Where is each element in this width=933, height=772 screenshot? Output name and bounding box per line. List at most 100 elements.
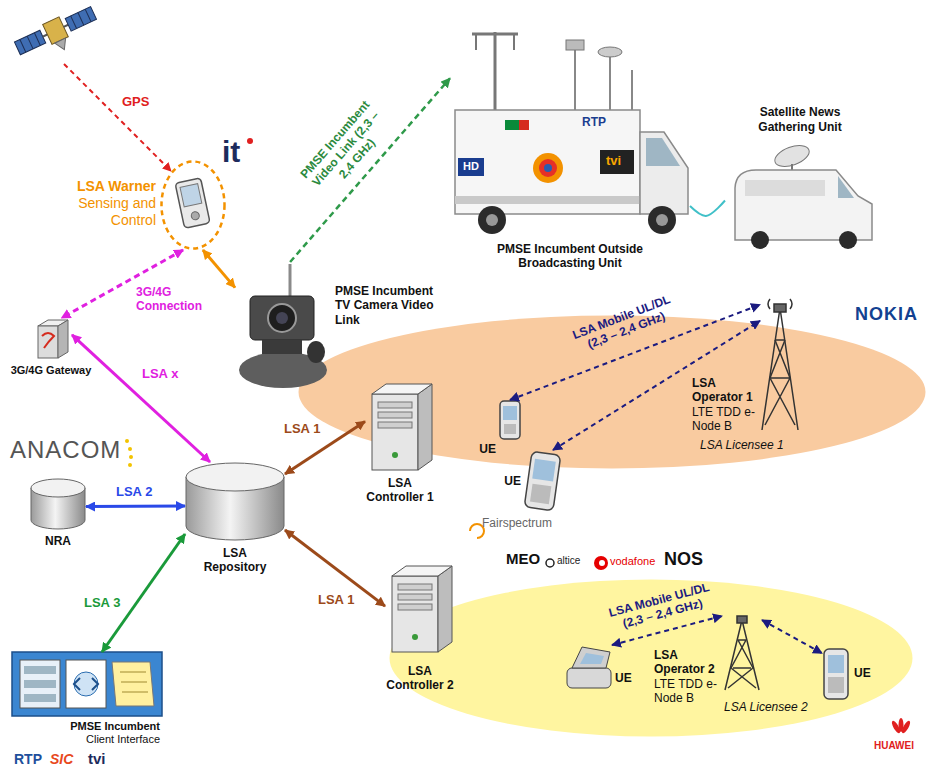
edge-label: LSA 1 bbox=[284, 421, 320, 437]
satellite-icon bbox=[27, 36, 33, 49]
news-van bbox=[791, 164, 793, 170]
label-box: GPS bbox=[122, 94, 149, 110]
satellite-icon bbox=[65, 7, 96, 32]
controller-server bbox=[392, 566, 452, 652]
client-interface-icon bbox=[24, 666, 56, 674]
edge-label: 3G/4G Connection bbox=[136, 285, 208, 314]
broadcast-truck bbox=[600, 150, 634, 174]
news-van bbox=[735, 170, 872, 240]
broadcast-truck bbox=[533, 153, 563, 183]
edge-label-box: LSA 3 bbox=[84, 595, 120, 611]
client-interface-icon bbox=[24, 680, 56, 688]
node-text: PMSE Incumbent Outside Broadcasting Unit bbox=[490, 242, 650, 271]
sensing-device bbox=[175, 178, 210, 228]
logo-text: HUAWEI bbox=[874, 740, 914, 752]
node-caption: UE bbox=[479, 442, 496, 456]
controller-server bbox=[418, 384, 432, 470]
connector bbox=[285, 421, 365, 474]
controller-server bbox=[398, 604, 432, 610]
label-box: HUAWEI bbox=[874, 740, 914, 752]
mobile-phone bbox=[824, 649, 848, 699]
news-van bbox=[839, 231, 857, 249]
label-box: ANACOM bbox=[10, 436, 121, 465]
client-interface-icon bbox=[12, 652, 162, 716]
tv-camera bbox=[276, 312, 288, 324]
edge-label: LSA 3 bbox=[84, 595, 120, 611]
satellite-icon bbox=[55, 38, 70, 52]
node-text: Sensing and Control bbox=[66, 195, 156, 229]
controller-server bbox=[378, 412, 412, 418]
node-caption: PMSE Incumbent TV Camera Video Link bbox=[335, 284, 443, 327]
user-equipment: UE bbox=[565, 645, 612, 690]
node-text: Satellite News Gathering Unit bbox=[745, 105, 855, 134]
edge-label: LSA 1 bbox=[318, 592, 354, 608]
satellite-icon bbox=[13, 3, 103, 68]
sensing-device bbox=[175, 178, 210, 228]
logo-text: vodafone bbox=[610, 555, 655, 568]
cell-tower bbox=[737, 616, 747, 623]
broadcast-truck bbox=[539, 159, 557, 177]
base-station: LSA Operator 2LTE TDD e-Node B bbox=[722, 612, 762, 692]
node-caption: LSA Licensee 1 bbox=[700, 438, 784, 452]
broadcast-truck bbox=[455, 196, 640, 204]
logo-text: RTP bbox=[14, 751, 42, 768]
gateway-server bbox=[38, 326, 58, 358]
controller-server bbox=[392, 452, 398, 458]
node-caption: LSA Operator 2LTE TDD e-Node B bbox=[654, 648, 720, 706]
logo-text: altice bbox=[557, 555, 580, 567]
dashed-circle-outline bbox=[160, 160, 226, 250]
satellite-icon bbox=[43, 34, 48, 36]
node-caption: UE bbox=[854, 666, 871, 680]
database-node: LSA Repository bbox=[185, 462, 285, 542]
logo-mark bbox=[599, 560, 605, 566]
logo-text: RTP bbox=[582, 115, 606, 129]
logo-mark bbox=[128, 447, 132, 451]
broadcast-truck bbox=[475, 34, 477, 50]
mobile-phone bbox=[828, 655, 844, 673]
edge-label-box: 3G/4G Connection bbox=[136, 285, 208, 314]
base-station: LSA Operator 1LTE TDD e-Node B bbox=[760, 298, 800, 432]
node-text: LSA Controller 1 bbox=[360, 476, 440, 505]
node-caption: LSA Controller 2 bbox=[380, 664, 460, 693]
node-text: PMSE Incumbent TV Camera Video Link bbox=[335, 284, 443, 327]
satellite-icon bbox=[64, 25, 69, 27]
controller-server bbox=[378, 402, 412, 408]
logo-mark bbox=[129, 455, 133, 459]
broadcast-truck bbox=[519, 120, 529, 130]
news-van-node: Satellite News Gathering Unit bbox=[725, 140, 875, 250]
broadcast-truck bbox=[656, 214, 668, 226]
node-caption: LSA Controller 1 bbox=[360, 476, 440, 505]
mobile-phone bbox=[530, 484, 551, 504]
logo-text: tvi bbox=[88, 750, 106, 768]
controller-server bbox=[398, 594, 432, 600]
logo-text: Fairspectrum bbox=[482, 516, 552, 530]
broadcast-truck bbox=[472, 33, 518, 36]
label-box: altice bbox=[557, 555, 580, 567]
broadcast-truck bbox=[458, 158, 484, 176]
broadcast-truck bbox=[544, 164, 552, 172]
database-cylinder bbox=[186, 463, 284, 491]
node-text: LSA Licensee 1 bbox=[700, 438, 784, 452]
mobile-phone bbox=[532, 459, 556, 482]
controller-server bbox=[398, 584, 432, 590]
node-caption: PMSE Incumbent Outside Broadcasting Unit bbox=[490, 242, 650, 271]
node-text: NRA bbox=[28, 534, 88, 548]
edge-label-box: LSA x bbox=[142, 366, 178, 382]
logo-mark bbox=[470, 524, 484, 538]
mobile-phone bbox=[824, 649, 848, 699]
node-caption: LSA Operator 1LTE TDD e-Node B bbox=[692, 376, 758, 434]
node-text: LTE TDD e-Node B bbox=[692, 405, 758, 434]
label-box: RTP bbox=[582, 115, 606, 129]
edge-label-box: LSA 1 bbox=[284, 421, 320, 437]
label-box: NOS bbox=[664, 549, 703, 571]
controller-server bbox=[392, 576, 438, 652]
user-equipment: UE bbox=[498, 400, 522, 440]
label-box: Fairspectrum bbox=[482, 516, 552, 530]
controller-node: LSA Controller 2 bbox=[385, 562, 455, 660]
broadcast-truck bbox=[609, 56, 611, 110]
node-text: LSA Warner bbox=[66, 178, 156, 195]
logo-mark bbox=[125, 439, 133, 467]
database-cylinder bbox=[186, 463, 284, 540]
database-node: NRA bbox=[30, 478, 86, 530]
